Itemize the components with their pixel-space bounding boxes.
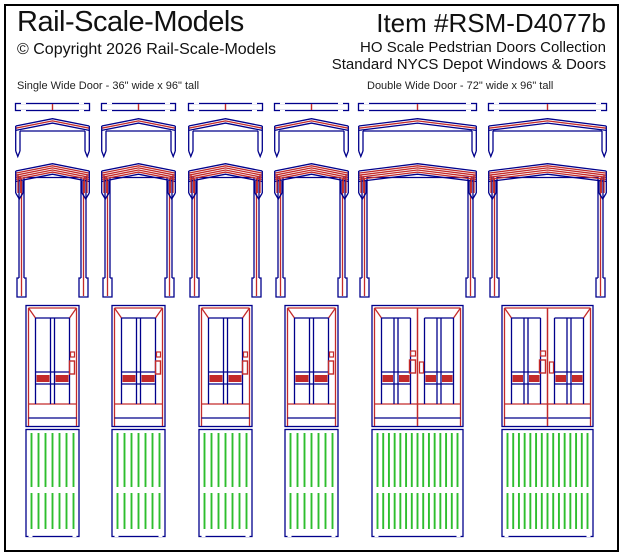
single-door (111, 304, 166, 428)
single-door (198, 304, 253, 428)
door-frame (188, 163, 263, 298)
sheet-border (4, 4, 619, 552)
head-casing (488, 118, 607, 159)
head-casing (188, 118, 263, 159)
door-frame (101, 163, 176, 298)
single-door-label: Single Wide Door - 36" wide x 96" tall (17, 80, 200, 92)
door-frame (358, 163, 477, 298)
head-casing (358, 118, 477, 159)
collection-subtitle: HO Scale Pedstrian Doors Collection (360, 39, 606, 56)
trim-strip (187, 102, 264, 112)
slat-panel (284, 428, 339, 538)
single-door (284, 304, 339, 428)
door-frame (488, 163, 607, 298)
head-casing (274, 118, 349, 159)
item-number: Item #RSM-D4077b (376, 8, 606, 38)
trim-strip (273, 102, 350, 112)
trim-strip (14, 102, 91, 112)
header-right: Item #RSM-D4077b HO Scale Pedstrian Door… (332, 8, 606, 73)
head-casing (15, 118, 90, 159)
door-frame (274, 163, 349, 298)
slat-panel (501, 428, 594, 538)
trim-strip (357, 102, 478, 112)
trim-strip (487, 102, 608, 112)
copyright-text: © Copyright 2026 Rail-Scale-Models (17, 41, 277, 58)
double-door (501, 304, 594, 428)
single-door (25, 304, 80, 428)
trim-strip (100, 102, 177, 112)
product-subtitle: Standard NYCS Depot Windows & Doors (331, 56, 606, 73)
double-door-label: Double Wide Door - 72" wide x 96" tall (367, 80, 554, 92)
head-casing (101, 118, 176, 159)
brand-title: Rail-Scale-Models (17, 6, 244, 38)
double-door (371, 304, 464, 428)
header-left: Rail-Scale-Models © Copyright 2026 Rail-… (17, 6, 276, 59)
slat-panel (25, 428, 80, 538)
door-frame (15, 163, 90, 298)
slat-panel (111, 428, 166, 538)
slat-panel (198, 428, 253, 538)
slat-panel (371, 428, 464, 538)
